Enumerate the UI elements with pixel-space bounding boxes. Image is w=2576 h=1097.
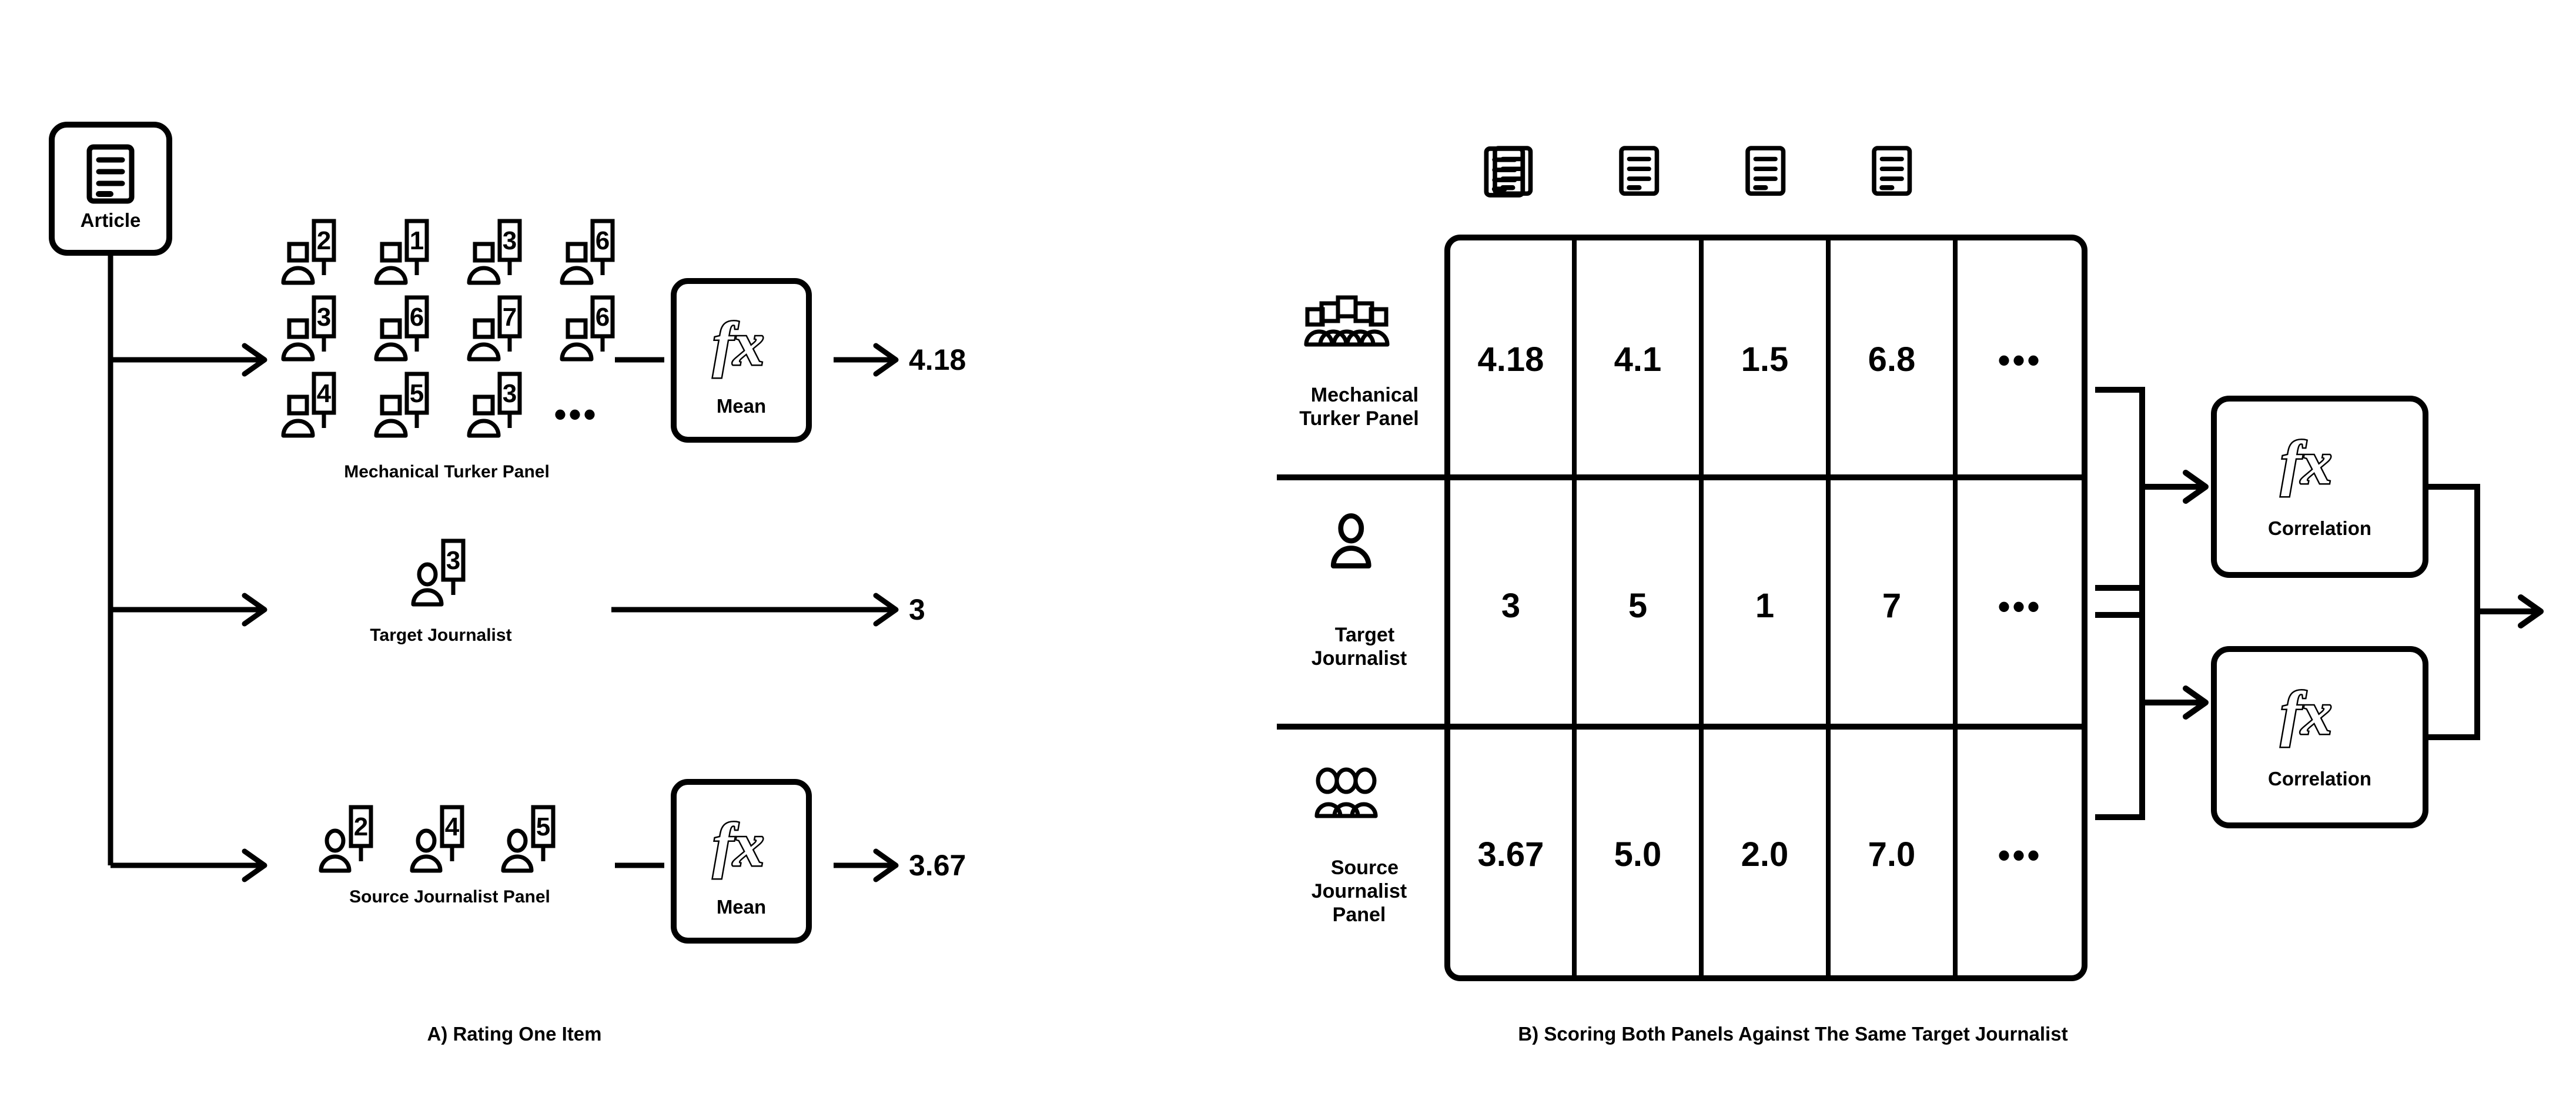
turker-rating-value: 6 <box>595 226 610 255</box>
source-rating-value: 5 <box>536 812 551 841</box>
correlation-box-bottom[interactable] <box>2211 646 2428 828</box>
table-row-label-source: Source Journalist Panel <box>1277 832 1441 927</box>
table-cell: 4.1 <box>1614 340 1662 379</box>
table-cell: 4.18 <box>1477 340 1544 379</box>
table-cell-ellipsis: ••• <box>1998 587 2042 626</box>
table-cell: 5.0 <box>1614 835 1662 874</box>
row-label-text: Target Journalist <box>1311 624 1407 670</box>
mean-operator-turker[interactable] <box>671 278 812 443</box>
row-icon-group-three <box>1317 770 1376 816</box>
table-cell: 7 <box>1882 587 1902 625</box>
table-cell: 2.0 <box>1741 835 1789 874</box>
target-journalist-rating-value: 3 <box>446 546 461 575</box>
mechanical-turker-panel-label: Mechanical Turker Panel <box>344 462 550 481</box>
correlation-top-label: Correlation <box>2267 517 2372 539</box>
correlation-box-top[interactable] <box>2211 396 2428 578</box>
turker-rating-value: 2 <box>316 226 332 255</box>
turker-rating-value: 3 <box>502 226 517 255</box>
turker-rating-value: 6 <box>409 303 424 332</box>
turker-rating-value: 6 <box>595 303 610 332</box>
row-label-text: Mechanical Turker Panel <box>1299 384 1419 430</box>
column-header-article-icons <box>1495 148 1909 193</box>
row-icon-journalist <box>1333 516 1369 566</box>
turker-ellipsis: ••• <box>554 394 598 434</box>
row-label-text: Source Journalist Panel <box>1311 857 1407 927</box>
table-cell-ellipsis: ••• <box>1998 340 2042 380</box>
turker-mean-result: 4.18 <box>909 343 966 376</box>
mean-operator-turker-label: Mean <box>716 395 767 417</box>
score-table-outline <box>1277 235 2087 981</box>
turker-result-arrow <box>834 343 899 377</box>
article-node-label: Article <box>80 209 141 231</box>
mean-operator-source[interactable] <box>671 779 812 944</box>
correlation-input-connectors <box>2095 387 2209 820</box>
article-branch-connectors <box>108 253 267 882</box>
source-result-arrow <box>834 848 899 882</box>
row-icon-crowd <box>1306 297 1387 345</box>
correlation-output-connectors <box>2426 484 2544 740</box>
turker-rating-value: 5 <box>409 379 424 408</box>
target-journalist-result-arrow <box>611 593 899 627</box>
mean-operator-source-label: Mean <box>716 896 767 918</box>
table-cell: 3 <box>1501 587 1521 625</box>
turker-rating-value: 3 <box>502 379 517 408</box>
source-journalist-panel-label: Source Journalist Panel <box>349 887 550 907</box>
source-mean-result: 3.67 <box>909 849 966 882</box>
table-cell: 3.67 <box>1477 835 1544 874</box>
table-row-label-target: Target Journalist <box>1277 600 1441 670</box>
panel-b-caption: B) Scoring Both Panels Against The Same … <box>1518 1023 2068 1045</box>
turker-rating-value: 3 <box>316 303 332 332</box>
table-cell-ellipsis: ••• <box>1998 835 2042 875</box>
correlation-bottom-label: Correlation <box>2267 768 2372 790</box>
table-cell: 6.8 <box>1868 340 1916 379</box>
table-cell: 1.5 <box>1741 340 1789 379</box>
table-cell: 5 <box>1628 587 1648 625</box>
target-journalist-result: 3 <box>909 593 925 626</box>
turker-rating-value: 1 <box>409 226 424 255</box>
panel-a-caption: A) Rating One Item <box>427 1023 602 1045</box>
article-node[interactable] <box>49 122 172 256</box>
table-row-label-turker: Mechanical Turker Panel <box>1277 360 1441 430</box>
target-journalist-label: Target Journalist <box>370 626 512 645</box>
source-rating-value: 4 <box>444 812 460 841</box>
turker-rating-value: 7 <box>502 303 517 332</box>
turker-rating-value: 4 <box>316 379 332 408</box>
table-cell: 1 <box>1755 587 1775 625</box>
table-cell: 7.0 <box>1868 835 1916 874</box>
source-rating-value: 2 <box>353 812 369 841</box>
